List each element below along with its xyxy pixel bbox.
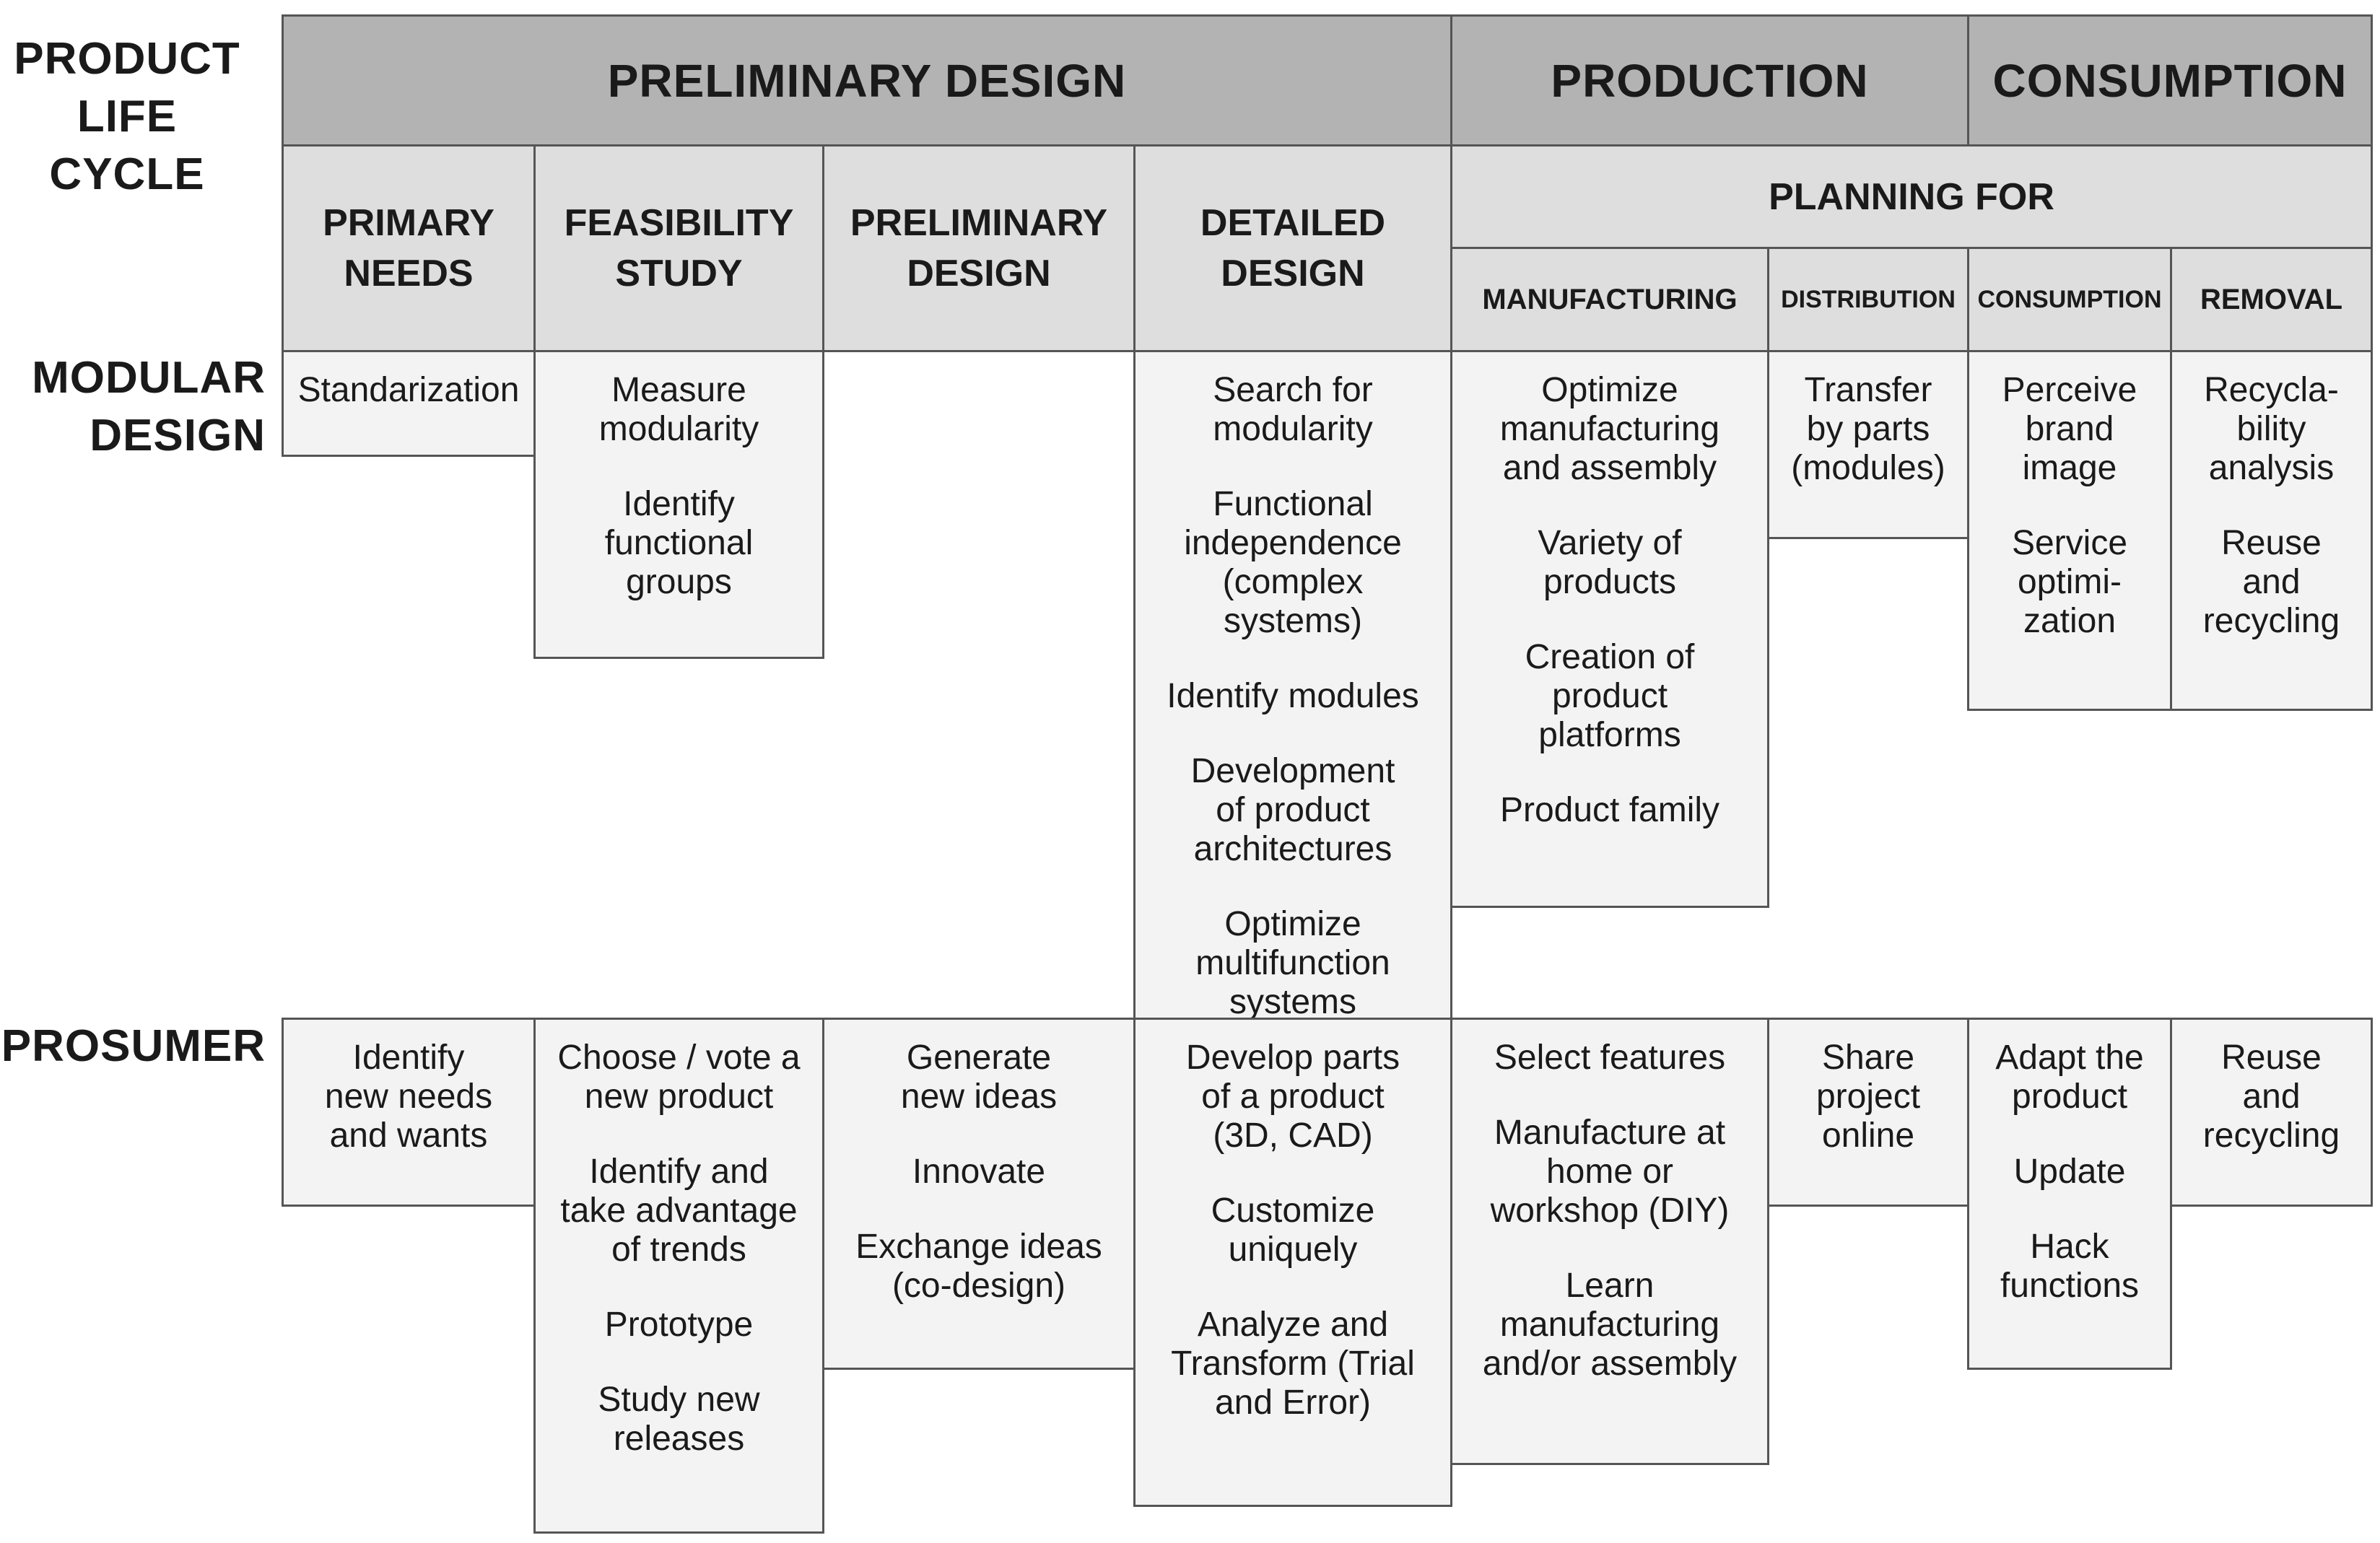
activity-item: Hack functions bbox=[2000, 1228, 2140, 1305]
activity-item: Service optimi- zation bbox=[2011, 524, 2128, 640]
stage-primary-needs: PRIMARY NEEDS bbox=[282, 144, 536, 352]
activity-item: Customize uniquely bbox=[1211, 1192, 1375, 1269]
row-label-product-life-cycle: PRODUCT LIFE CYCLE bbox=[14, 34, 240, 199]
stage-preliminary-design: PRELIMINARY DESIGN bbox=[822, 144, 1135, 352]
activity-item: Optimize multifunction systems bbox=[1195, 905, 1390, 1021]
activity-item: Creation of product platforms bbox=[1525, 638, 1695, 754]
modular-distribution-cell: Transfer by parts (modules) bbox=[1767, 350, 1969, 539]
activity-item: Standarization bbox=[297, 371, 520, 409]
row-label-modular-design: MODULAR DESIGN bbox=[32, 353, 266, 460]
activity-item: Innovate bbox=[912, 1153, 1046, 1191]
activity-item: Update bbox=[2013, 1153, 2126, 1191]
activity-item: Search for modularity bbox=[1213, 371, 1373, 448]
activity-item: Development of product architectures bbox=[1190, 752, 1395, 868]
activity-item: Identify new needs and wants bbox=[324, 1039, 493, 1155]
phase-production: PRODUCTION bbox=[1450, 14, 1969, 147]
activity-item: Reuse and recycling bbox=[2202, 1039, 2340, 1155]
activity-item: Study new releases bbox=[598, 1381, 760, 1458]
activity-item: Select features bbox=[1494, 1039, 1726, 1077]
stage-removal: REMOVAL bbox=[2170, 247, 2373, 352]
activity-item: Reuse and recycling bbox=[2202, 524, 2340, 640]
row-label-prosumer: PROSUMER bbox=[1, 1021, 266, 1071]
modular-primary-needs-cell: Standarization bbox=[282, 350, 536, 457]
activity-item: Identify and take advantage of trends bbox=[560, 1153, 798, 1269]
prosumer-primary-needs-cell: Identify new needs and wants bbox=[282, 1018, 536, 1207]
prosumer-removal-cell: Reuse and recycling bbox=[2170, 1018, 2373, 1207]
activity-item: Product family bbox=[1499, 791, 1720, 829]
activity-item: Learn manufacturing and/or assembly bbox=[1482, 1267, 1738, 1383]
activity-item: Exchange ideas (co-design) bbox=[855, 1228, 1102, 1305]
activity-item: Measure modularity bbox=[598, 371, 759, 448]
activity-item: Functional independence (complex systems… bbox=[1184, 485, 1402, 640]
stage-detailed-design: DETAILED DESIGN bbox=[1133, 144, 1452, 352]
activity-item: Identify functional groups bbox=[604, 485, 754, 601]
phase-consumption: CONSUMPTION bbox=[1967, 14, 2373, 147]
activity-item: Develop parts of a product (3D, CAD) bbox=[1185, 1039, 1400, 1155]
activity-item: Prototype bbox=[604, 1306, 754, 1344]
activity-item: Perceive brand image bbox=[2002, 371, 2137, 487]
stage-consumption: CONSUMPTION bbox=[1967, 247, 2172, 352]
activity-item: Recycla- bility analysis bbox=[2204, 371, 2339, 487]
activity-item: Choose / vote a new product bbox=[557, 1039, 801, 1116]
stage-distribution: DISTRIBUTION bbox=[1767, 247, 1969, 352]
stage-planning-for: PLANNING FOR bbox=[1450, 144, 2373, 249]
activity-item: Identify modules bbox=[1167, 677, 1419, 715]
stage-manufacturing: MANUFACTURING bbox=[1450, 247, 1769, 352]
activity-item: Generate new ideas bbox=[900, 1039, 1058, 1116]
phase-preliminary-design: PRELIMINARY DESIGN bbox=[282, 14, 1452, 147]
stage-feasibility-study: FEASIBILITY STUDY bbox=[533, 144, 824, 352]
activity-item: Optimize manufacturing and assembly bbox=[1499, 371, 1720, 487]
activity-item: Manufacture at home or workshop (DIY) bbox=[1490, 1114, 1730, 1230]
activity-item: Adapt the product bbox=[1995, 1039, 2144, 1116]
prosumer-distribution-cell: Share project online bbox=[1767, 1018, 1969, 1207]
prosumer-detailed-design-cell: Develop parts of a product (3D, CAD) Cust… bbox=[1133, 1018, 1452, 1507]
activity-item: Variety of products bbox=[1538, 524, 1682, 601]
activity-item: Transfer by parts (modules) bbox=[1791, 371, 1945, 487]
activity-item: Share project online bbox=[1815, 1039, 1921, 1155]
activity-item: Analyze and Transform (Trial and Error) bbox=[1171, 1306, 1415, 1422]
